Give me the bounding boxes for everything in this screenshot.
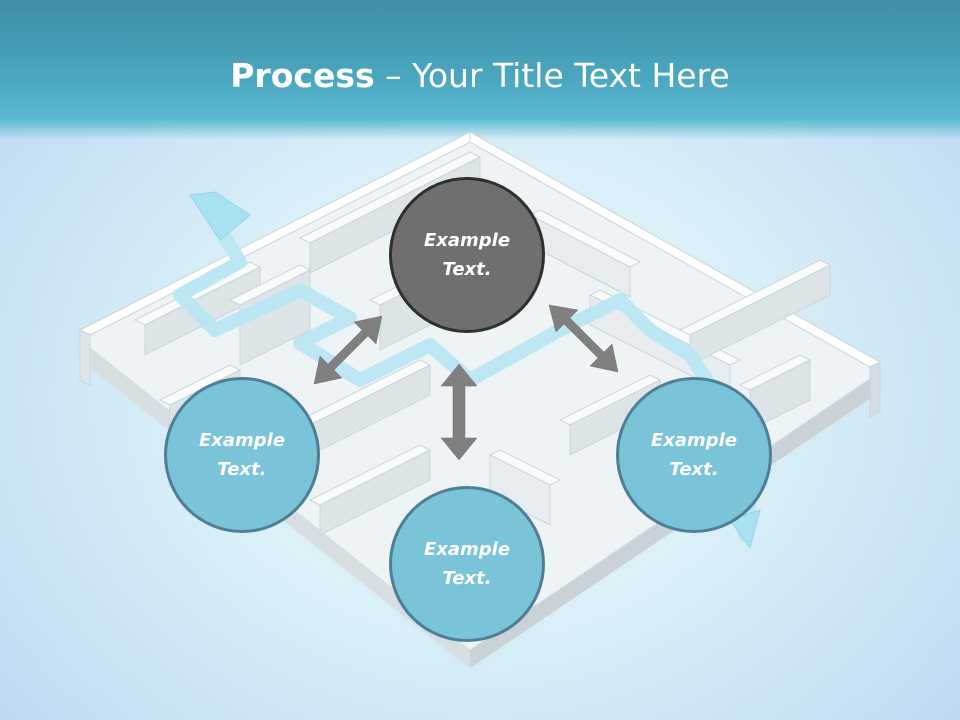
process-node-right: Example Text. [616, 377, 772, 533]
node-label: Example Text. [423, 230, 511, 280]
node-label: Example Text. [650, 430, 738, 480]
slide-title: Process – Your Title Text Here [0, 54, 960, 98]
double-arrow-icon [440, 363, 478, 461]
process-node-bottom: Example Text. [389, 486, 545, 642]
double-arrow-icon [313, 315, 383, 385]
process-node-top: Example Text. [389, 177, 545, 333]
process-node-left: Example Text. [164, 377, 320, 533]
node-label: Example Text. [198, 430, 286, 480]
title-bar [0, 0, 960, 140]
title-bold: Process [230, 56, 375, 95]
node-label: Example Text. [423, 539, 511, 589]
path-entry-arrowhead [189, 191, 251, 241]
title-rest: – Your Title Text Here [374, 56, 730, 95]
double-arrow-icon [548, 304, 619, 373]
